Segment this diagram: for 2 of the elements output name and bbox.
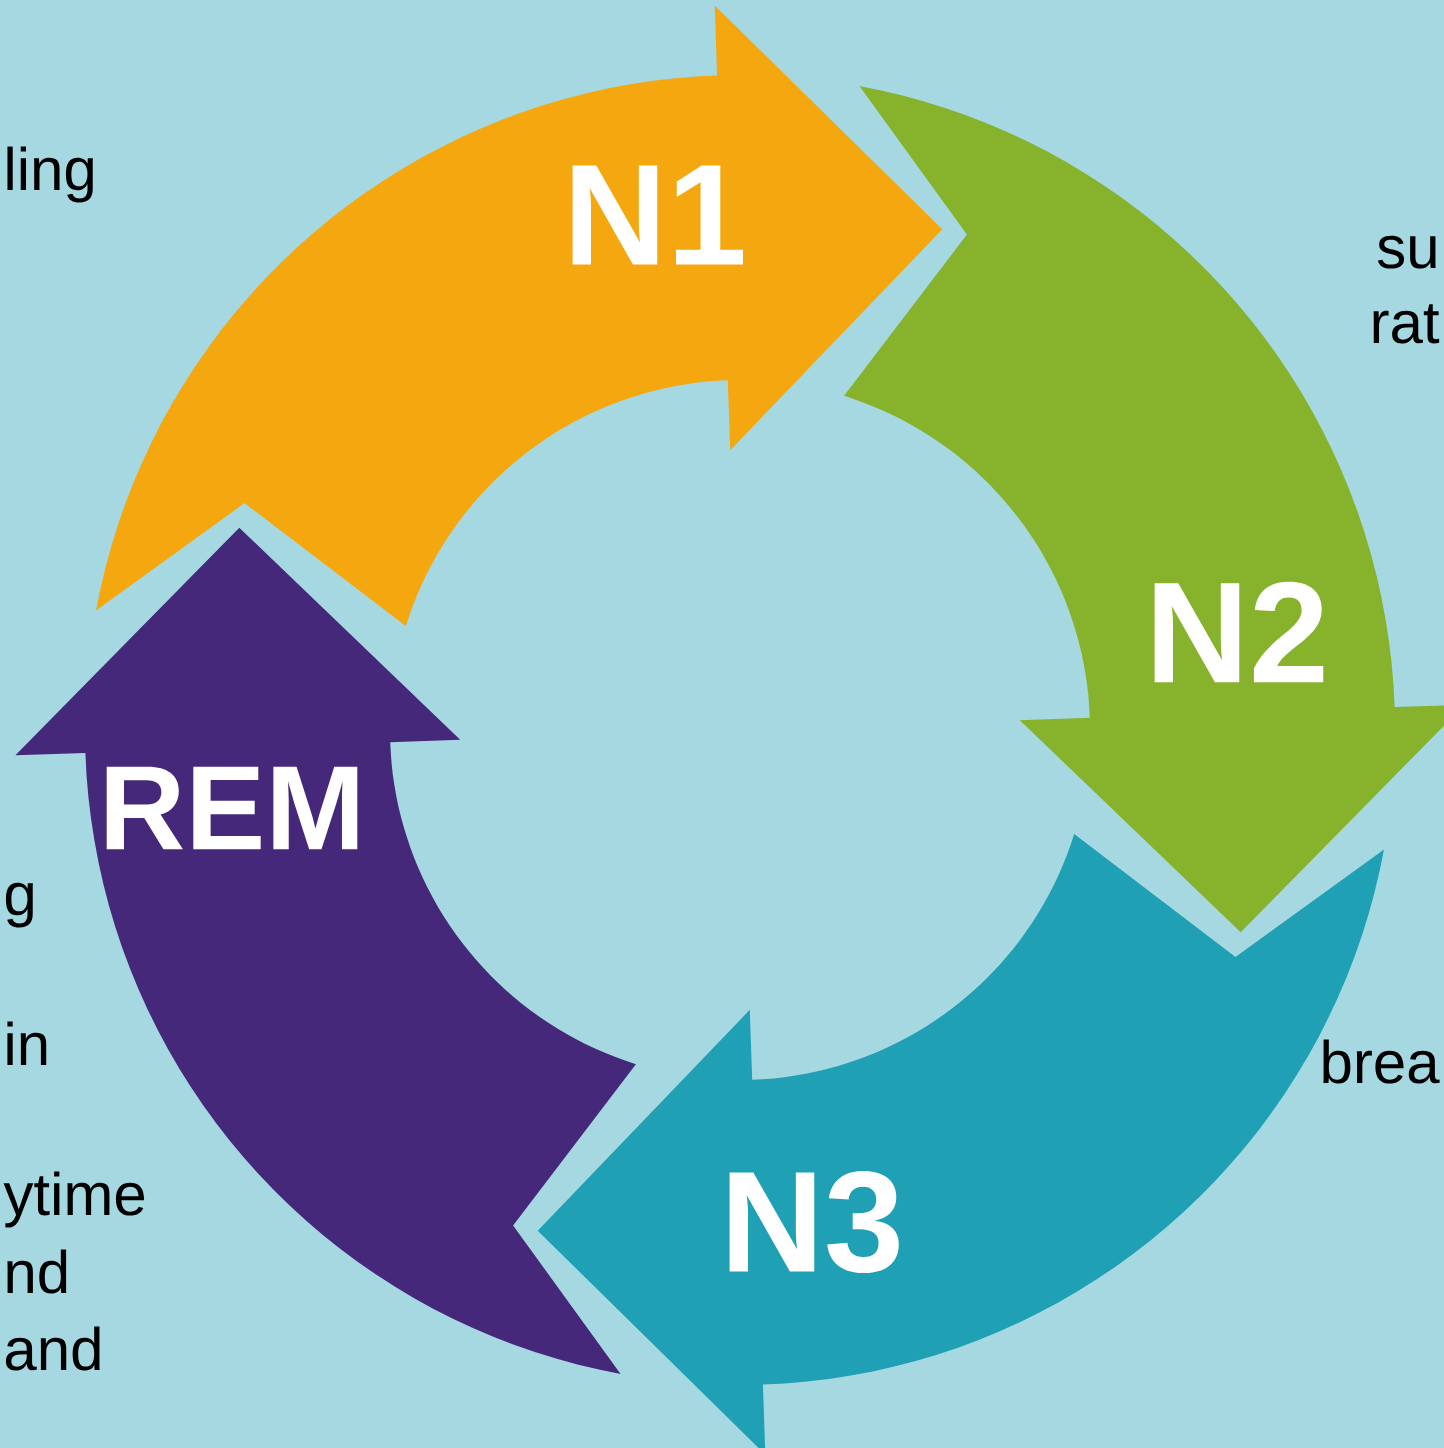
side-text: rat bbox=[1373, 304, 1440, 344]
side-text: su bbox=[1377, 235, 1436, 269]
